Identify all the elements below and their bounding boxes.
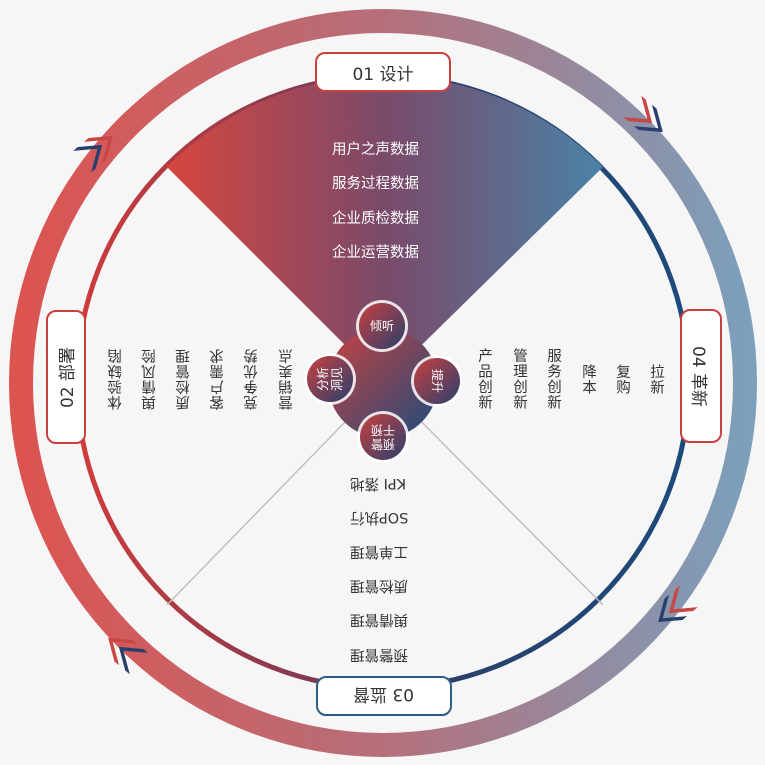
design-item: 企业质检数据 [332,207,419,228]
stage-label-monitor: 03 监督 [316,676,452,716]
monitor-item: 预警管理 [350,645,408,666]
innovate-item: 降本 [578,364,599,395]
innovate-item: 复购 [612,364,633,395]
stage-label-innovate: 04 革新 [680,309,722,443]
deploy-item: 舆情风险 [139,348,160,410]
monitor-item: 质检管理 [350,576,408,597]
monitor-item: 工单管理 [350,542,408,563]
design-item: 用户之声数据 [332,138,419,159]
deploy-item: 体验缺陷 [105,348,126,410]
design-item: 企业运营数据 [332,241,419,262]
hub-listen: 倾听 [359,303,405,349]
innovate-item: 拉新 [646,364,667,395]
monitor-item: KPI 落地 [350,474,406,495]
deploy-item: 质检管理 [173,348,194,410]
innovate-item: 服务创新 [543,348,564,410]
design-item: 服务过程数据 [332,172,419,193]
monitor-item: 舆情管理 [350,610,408,631]
hub-analyze: 分析 洞见 [307,356,353,402]
stage-label-design: 01 设计 [315,52,451,92]
monitor-item: SOP执行 [350,508,408,529]
deploy-item: 竞争优势 [241,348,262,410]
deploy-item: 营销卖点 [276,348,297,410]
deploy-item: 客户需求 [207,348,228,410]
stage-label-deploy: 02 部署 [46,310,86,444]
innovate-item: 管理创新 [509,348,530,410]
innovate-item: 产品创新 [474,348,495,410]
hub-warn: 预警 干预 [360,414,406,460]
hub-improve: 提升 [414,358,460,404]
